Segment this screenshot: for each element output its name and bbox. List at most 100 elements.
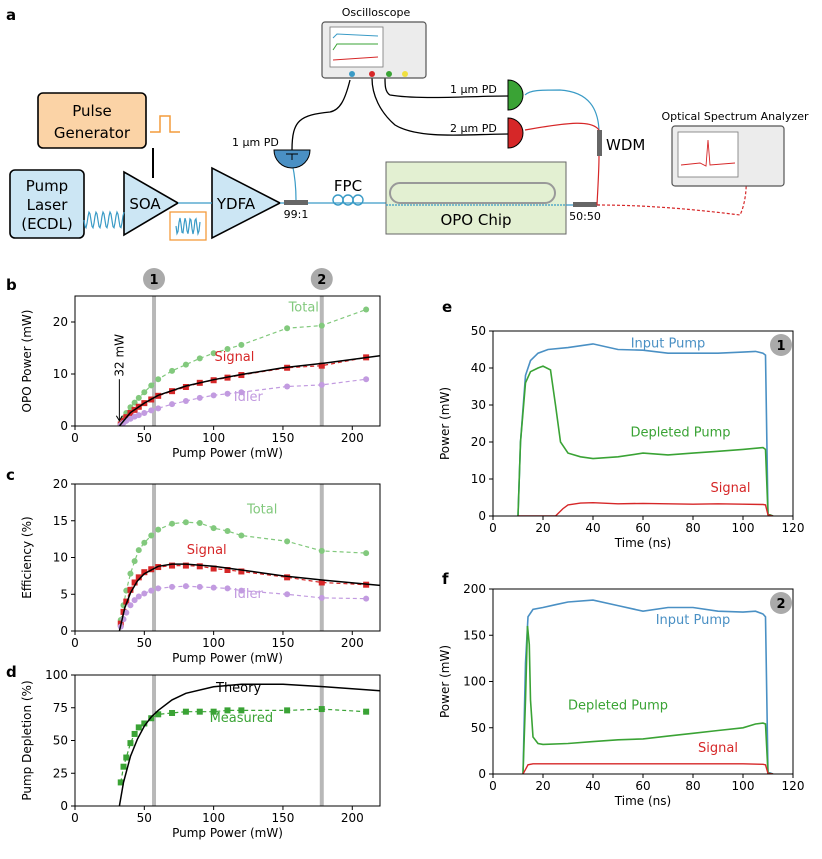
x-tick-label: 80 xyxy=(685,779,700,793)
data-point xyxy=(169,583,176,590)
data-point xyxy=(224,346,231,353)
data-point xyxy=(210,525,217,532)
pd-2um-label: 2 μm PD xyxy=(450,122,497,135)
panel-e-label: e xyxy=(442,298,452,316)
data-point xyxy=(284,591,291,598)
data-point xyxy=(284,325,291,332)
data-point xyxy=(238,341,245,348)
data-point xyxy=(135,593,142,600)
coupler-99-1 xyxy=(284,200,308,205)
data-point xyxy=(196,583,203,590)
data-point xyxy=(131,579,138,586)
data-point xyxy=(135,394,142,401)
data-point xyxy=(141,590,148,597)
data-point xyxy=(363,306,370,313)
data-point xyxy=(182,562,189,569)
data-point xyxy=(169,709,176,716)
data-point xyxy=(141,539,148,546)
series-label: Theory xyxy=(215,681,261,696)
marker-band-1 xyxy=(152,296,157,426)
data-point xyxy=(169,367,176,374)
data-point xyxy=(123,598,130,605)
y-tick-label: 40 xyxy=(471,361,486,375)
data-point xyxy=(238,389,245,396)
y-tick-label: 20 xyxy=(471,435,486,449)
data-point xyxy=(224,707,231,714)
data-point xyxy=(148,382,155,389)
y-axis-label: Power (mW) xyxy=(438,387,452,460)
data-point xyxy=(318,381,325,388)
series-line-theory xyxy=(118,563,380,631)
y-tick-label: 150 xyxy=(463,628,486,642)
data-point xyxy=(141,720,148,727)
data-point xyxy=(135,724,142,731)
y-tick-label: 50 xyxy=(471,721,486,735)
data-point xyxy=(196,355,203,362)
marker-badge xyxy=(770,592,792,614)
marker-badge xyxy=(143,268,166,290)
x-tick-label: 20 xyxy=(535,521,550,535)
data-point xyxy=(182,384,189,390)
x-tick-label: 0 xyxy=(71,811,79,825)
cw-wave-icon xyxy=(83,210,125,230)
wdm-coupler xyxy=(597,130,602,156)
data-point xyxy=(363,550,370,557)
plot-frame xyxy=(74,674,381,807)
data-point xyxy=(169,562,176,569)
data-point xyxy=(318,579,325,586)
pulsed-wave-frame xyxy=(169,211,207,241)
data-point xyxy=(123,754,130,761)
x-tick-label: 50 xyxy=(137,636,152,650)
soa-label: SOA xyxy=(129,195,161,213)
data-point xyxy=(155,405,162,412)
marker-badge-label: 1 xyxy=(776,339,785,354)
x-tick-label: 0 xyxy=(489,521,497,535)
threshold-annotation: 32 mW xyxy=(112,334,126,377)
y-axis-label: Efficiency (%) xyxy=(20,516,34,598)
data-point xyxy=(135,574,142,581)
data-point xyxy=(363,376,370,383)
data-point xyxy=(131,558,138,565)
series-line-signal xyxy=(522,763,774,774)
coupler-50-50-label: 50:50 xyxy=(569,210,601,223)
data-point xyxy=(318,547,325,554)
x-tick-label: 0 xyxy=(71,636,79,650)
series-line-depleted-pump xyxy=(522,625,774,774)
data-point xyxy=(120,763,127,770)
x-tick-label: 200 xyxy=(341,431,364,445)
x-axis-label: Time (ns) xyxy=(614,536,671,550)
pd-1um-left-label: 1 μm PD xyxy=(232,136,279,149)
x-tick-label: 100 xyxy=(202,636,225,650)
data-point xyxy=(141,389,148,396)
x-axis-label: Pump Power (mW) xyxy=(172,651,283,665)
panel-d-label: d xyxy=(6,663,17,681)
series-label: Signal xyxy=(214,350,254,365)
data-point xyxy=(155,585,162,592)
series-line-signal xyxy=(120,564,367,624)
y-tick-label: 10 xyxy=(471,472,486,486)
data-point xyxy=(210,565,217,572)
data-point xyxy=(141,410,148,416)
x-tick-label: 150 xyxy=(272,431,295,445)
photodiode-2um xyxy=(507,117,524,149)
data-point xyxy=(196,394,203,401)
series-line-theory xyxy=(118,355,380,426)
oscilloscope-label: Oscilloscope xyxy=(342,6,411,19)
x-tick-label: 120 xyxy=(782,779,805,793)
x-tick-label: 0 xyxy=(71,431,79,445)
x-tick-label: 100 xyxy=(732,521,755,535)
pump-laser-label-2: Laser xyxy=(27,196,69,214)
y-tick-label: 0 xyxy=(60,419,68,433)
data-point xyxy=(127,602,134,609)
panel-a-label: a xyxy=(6,6,16,24)
data-point xyxy=(148,587,155,594)
wdm-label: WDM xyxy=(606,136,645,154)
data-point xyxy=(284,538,291,545)
data-point xyxy=(127,586,134,593)
data-point xyxy=(169,520,176,527)
series-line-theory xyxy=(118,683,380,806)
y-axis-label: Power (mW) xyxy=(438,645,452,718)
